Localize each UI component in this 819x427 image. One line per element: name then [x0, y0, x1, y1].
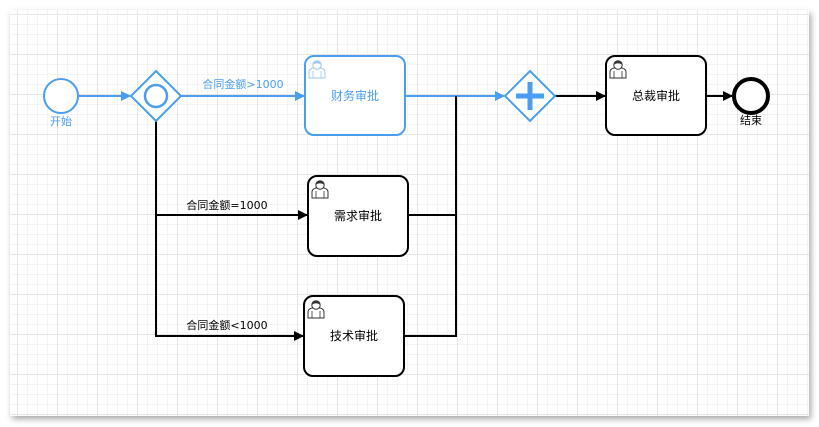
task-ceo-approval[interactable]: 总裁审批	[605, 55, 707, 136]
end-event-label: 结束	[740, 114, 762, 127]
task-label: 财务审批	[331, 88, 379, 103]
flow-tech-to-join[interactable]	[404, 215, 457, 337]
end-event-circle-icon	[732, 77, 770, 115]
task-label: 总裁审批	[632, 88, 680, 103]
task-label: 技术审批	[330, 328, 378, 343]
flow-label-eq: 合同金额=1000	[186, 198, 267, 212]
task-demand-approval[interactable]: 需求审批	[307, 175, 409, 257]
flow-label-lt: 合同金额<1000	[186, 318, 267, 332]
start-event[interactable]: 开始	[43, 78, 79, 128]
split-gateway[interactable]	[129, 69, 183, 123]
gateway-circle-icon	[143, 83, 169, 109]
flow-demand-to-join[interactable]	[408, 96, 457, 216]
plus-icon	[516, 82, 544, 110]
join-gateway[interactable]	[503, 69, 557, 123]
task-label: 需求审批	[334, 208, 382, 223]
task-finance-approval[interactable]: 财务审批	[304, 55, 406, 136]
start-event-circle-icon	[43, 78, 79, 114]
end-event[interactable]: 结束	[732, 77, 770, 127]
flow-label-gt: 合同金额>1000	[202, 77, 283, 91]
task-tech-approval[interactable]: 技术审批	[303, 295, 405, 377]
start-event-label: 开始	[50, 114, 72, 128]
flow-lt-1000[interactable]	[155, 215, 304, 341]
